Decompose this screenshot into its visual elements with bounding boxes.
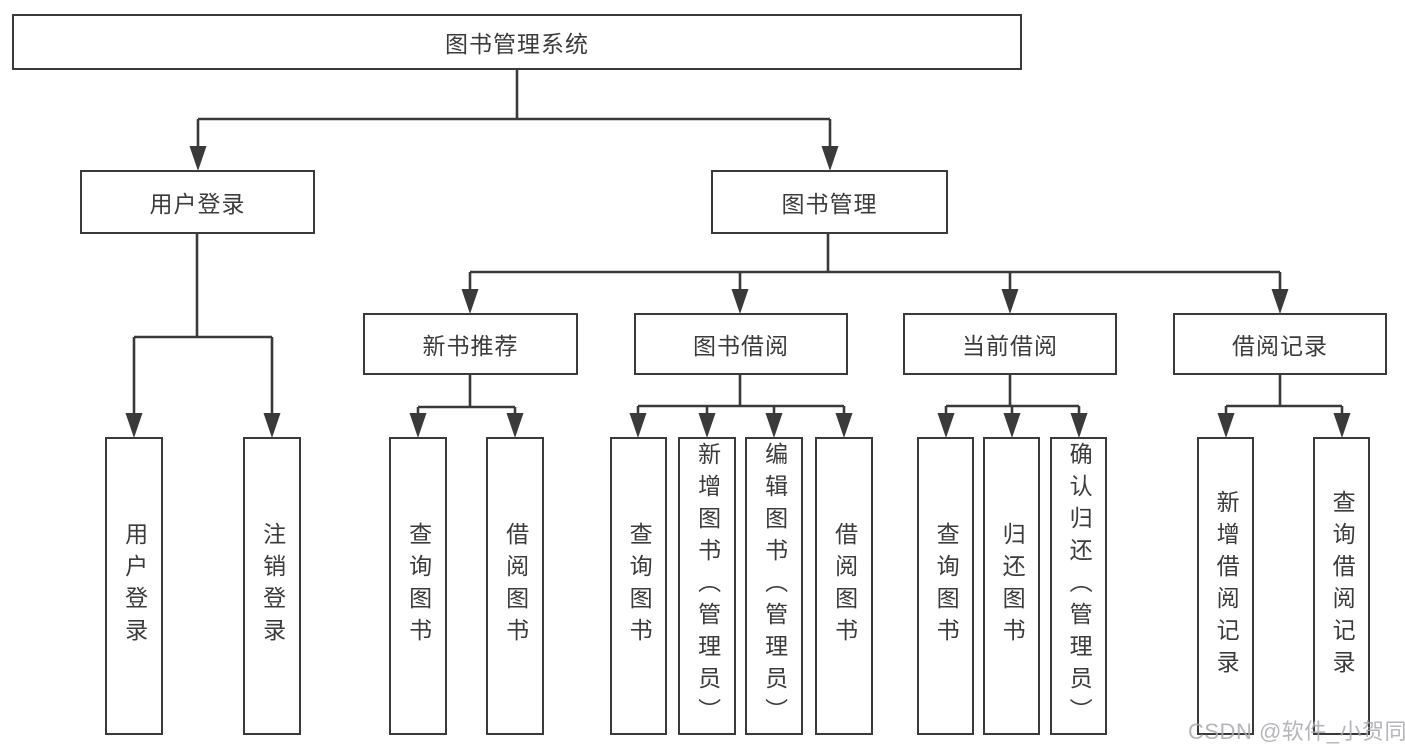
watermark: CSDN @软件_小贺同学 (1188, 719, 1405, 744)
leaf-query-books-recommend: 查询图书 (389, 437, 447, 735)
node-label: 新书推荐 (422, 333, 519, 359)
node-book-management-system: 图书管理系统 (12, 14, 1022, 70)
leaf-label: 查询图书 (405, 522, 432, 650)
leaf-query-books-current: 查询图书 (917, 437, 974, 735)
node-label: 借阅记录 (1232, 333, 1328, 359)
leaf-confirm-return-admin: 确认归还（管理员） (1050, 437, 1107, 735)
leaf-label: 新增借阅记录 (1213, 490, 1240, 682)
leaf-borrow-books-recommend: 借阅图书 (486, 437, 544, 735)
leaf-label: 借阅图书 (831, 522, 858, 650)
leaf-logout: 注销登录 (243, 437, 301, 735)
node-label: 当前借阅 (962, 333, 1058, 359)
leaf-label: 查询图书 (933, 522, 960, 650)
leaf-add-borrow-record: 新增借阅记录 (1197, 437, 1254, 735)
leaf-return-book: 归还图书 (983, 437, 1040, 735)
leaf-label: 新增图书（管理员） (694, 442, 721, 730)
leaf-label: 确认归还（管理员） (1066, 442, 1093, 730)
leaf-add-book-admin: 新增图书（管理员） (678, 437, 736, 735)
node-borrow-records: 借阅记录 (1173, 313, 1387, 375)
node-user-login: 用户登录 (80, 170, 315, 234)
leaf-label: 注销登录 (259, 522, 286, 650)
leaf-borrow-books-borrowing: 借阅图书 (815, 437, 873, 735)
node-label: 图书借阅 (693, 333, 789, 359)
node-new-book-recommendation: 新书推荐 (363, 313, 578, 375)
node-label: 用户登录 (149, 191, 246, 217)
node-book-borrowing: 图书借阅 (634, 313, 848, 375)
leaf-label: 归还图书 (999, 522, 1026, 650)
leaf-user-login: 用户登录 (105, 437, 163, 735)
leaf-label: 查询借阅记录 (1329, 490, 1356, 682)
leaf-query-borrow-record: 查询借阅记录 (1313, 437, 1370, 735)
node-label: 图书管理系统 (445, 31, 589, 57)
leaf-query-books-borrowing: 查询图书 (610, 437, 667, 735)
leaf-label: 编辑图书（管理员） (761, 442, 788, 730)
leaf-label: 查询图书 (626, 522, 653, 650)
leaf-label: 借阅图书 (502, 522, 529, 650)
node-current-borrowing: 当前借阅 (903, 313, 1117, 375)
node-book-management: 图书管理 (711, 170, 948, 234)
leaf-edit-book-admin: 编辑图书（管理员） (745, 437, 803, 735)
node-label: 图书管理 (781, 191, 878, 217)
leaf-label: 用户登录 (121, 522, 148, 650)
